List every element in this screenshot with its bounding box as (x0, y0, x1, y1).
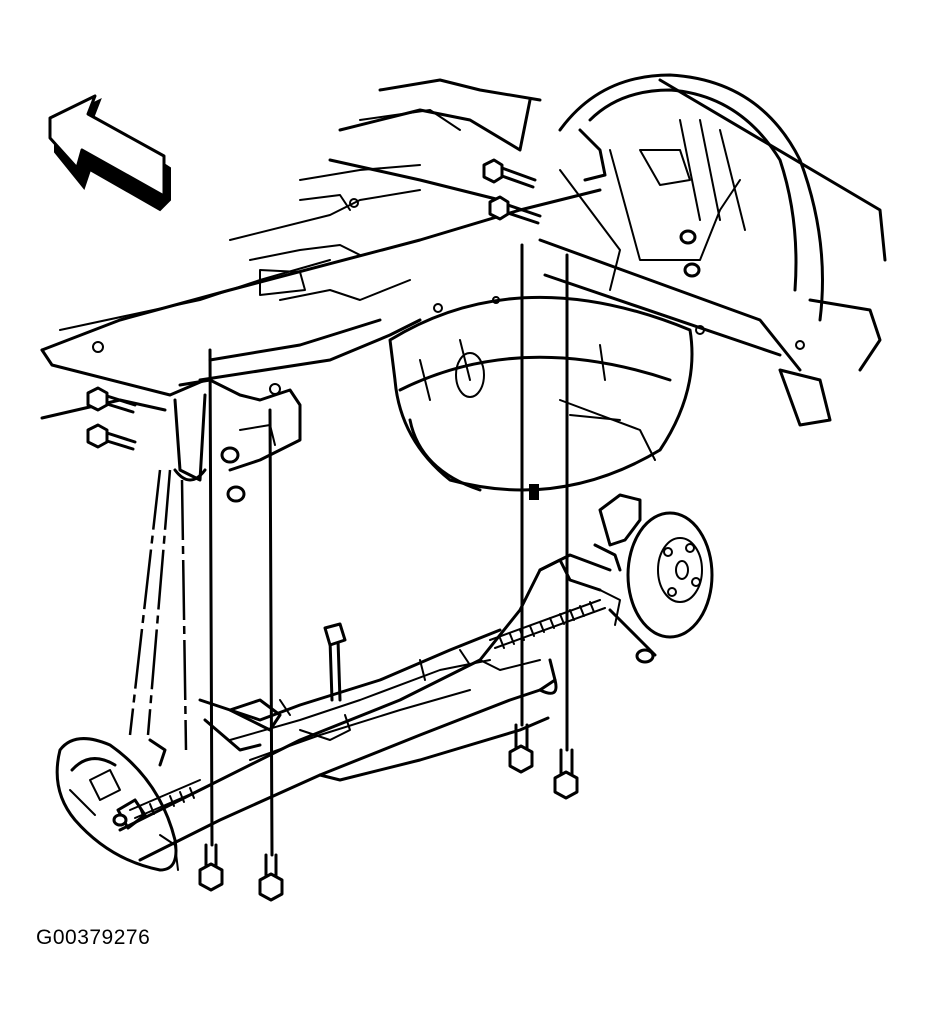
underbody-floor (40, 78, 602, 420)
bolt-lower-2 (258, 853, 284, 902)
upper-bolts (86, 158, 542, 451)
wheel-well (538, 73, 887, 427)
left-bracket (173, 378, 302, 503)
lower-bolts (198, 723, 579, 902)
bolt-lower-4 (553, 748, 579, 800)
direction-arrow-icon (48, 94, 171, 212)
bolt-left-2 (86, 423, 137, 451)
bolt-lower-1 (198, 843, 224, 892)
spare-tire-well (388, 295, 694, 500)
left-brake-plate (55, 737, 179, 872)
bolt-guide-lines (208, 243, 569, 857)
figure-id-label: G00379276 (36, 926, 151, 949)
bolt-upper-2 (488, 195, 542, 225)
brake-line-stalk (323, 622, 347, 702)
right-brake-hub (593, 493, 714, 664)
bolt-left-1 (86, 386, 137, 414)
dashed-alignment-lines (128, 469, 188, 751)
bolt-upper-1 (482, 158, 537, 189)
bolt-lower-3 (508, 723, 534, 774)
rear-axle-beam (118, 553, 612, 862)
axle-springs (129, 599, 606, 819)
